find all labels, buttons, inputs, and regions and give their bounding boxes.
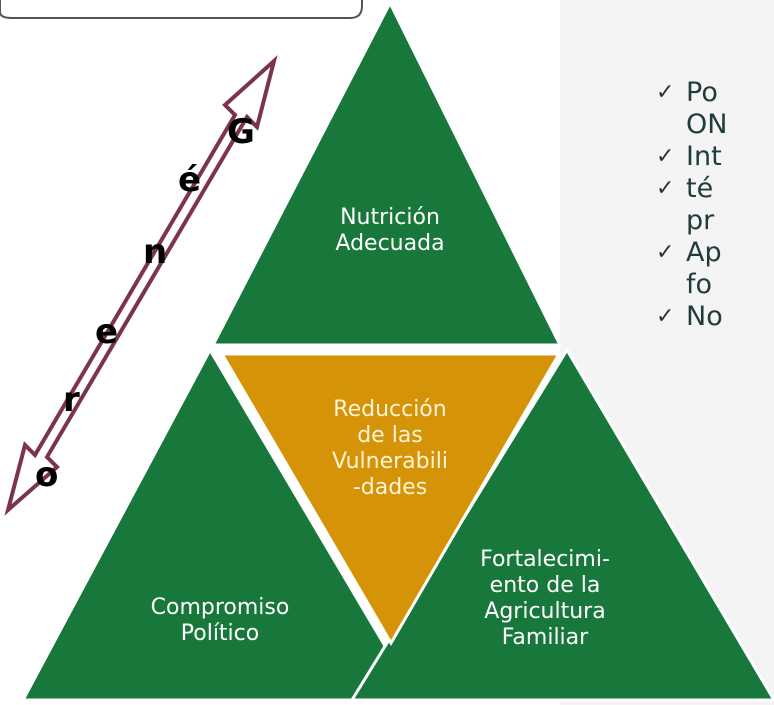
bullet-line: té: [686, 173, 714, 204]
bullet-line: Int: [686, 141, 722, 172]
bullet-line: Po: [686, 77, 718, 108]
gender-letter-n: n: [143, 232, 168, 272]
checkmark-icon: ✓: [656, 144, 675, 169]
bullet-line: No: [686, 301, 723, 332]
title-box-fragment: [0, 0, 363, 19]
bullet-line: ON: [686, 109, 728, 140]
checkmark-icon: ✓: [656, 240, 675, 265]
bullet-item: ✓ té pr: [656, 173, 774, 237]
bullet-item: ✓ Po ON: [656, 77, 774, 141]
bullet-item: ✓ Ap fo: [656, 237, 774, 301]
top-triangle-label: Nutrición Adecuada: [335, 205, 445, 256]
gender-letter-g: G: [227, 112, 255, 152]
checkmark-icon: ✓: [656, 80, 675, 105]
center-triangle: [219, 352, 562, 646]
bullet-item: ✓ No: [656, 301, 774, 333]
gender-letter-o: o: [35, 455, 59, 495]
checkmark-icon: ✓: [656, 304, 675, 329]
top-triangle: [210, 0, 563, 347]
center-triangle-label: Reducción de las Vulnerabili -dades: [332, 397, 448, 500]
gender-letter-e-accent: é: [178, 160, 202, 200]
bullet-line: pr: [686, 205, 715, 236]
gender-letter-r: r: [63, 380, 80, 420]
bullet-item: ✓ Int: [656, 141, 774, 173]
bullet-line: Ap: [686, 237, 722, 268]
right-triangle-label: Fortalecimi- ento de la Agricultura Fami…: [480, 547, 610, 650]
gender-letter-e: e: [95, 312, 119, 352]
left-triangle-label: Compromiso Político: [150, 595, 290, 646]
checkmark-icon: ✓: [656, 176, 675, 201]
bullet-list: ✓ Po ON ✓ Int ✓ té pr ✓ Ap fo ✓ No: [656, 77, 774, 333]
gender-double-arrow: [4, 55, 278, 516]
left-triangle: [20, 346, 420, 702]
bullet-line: fo: [686, 269, 713, 300]
